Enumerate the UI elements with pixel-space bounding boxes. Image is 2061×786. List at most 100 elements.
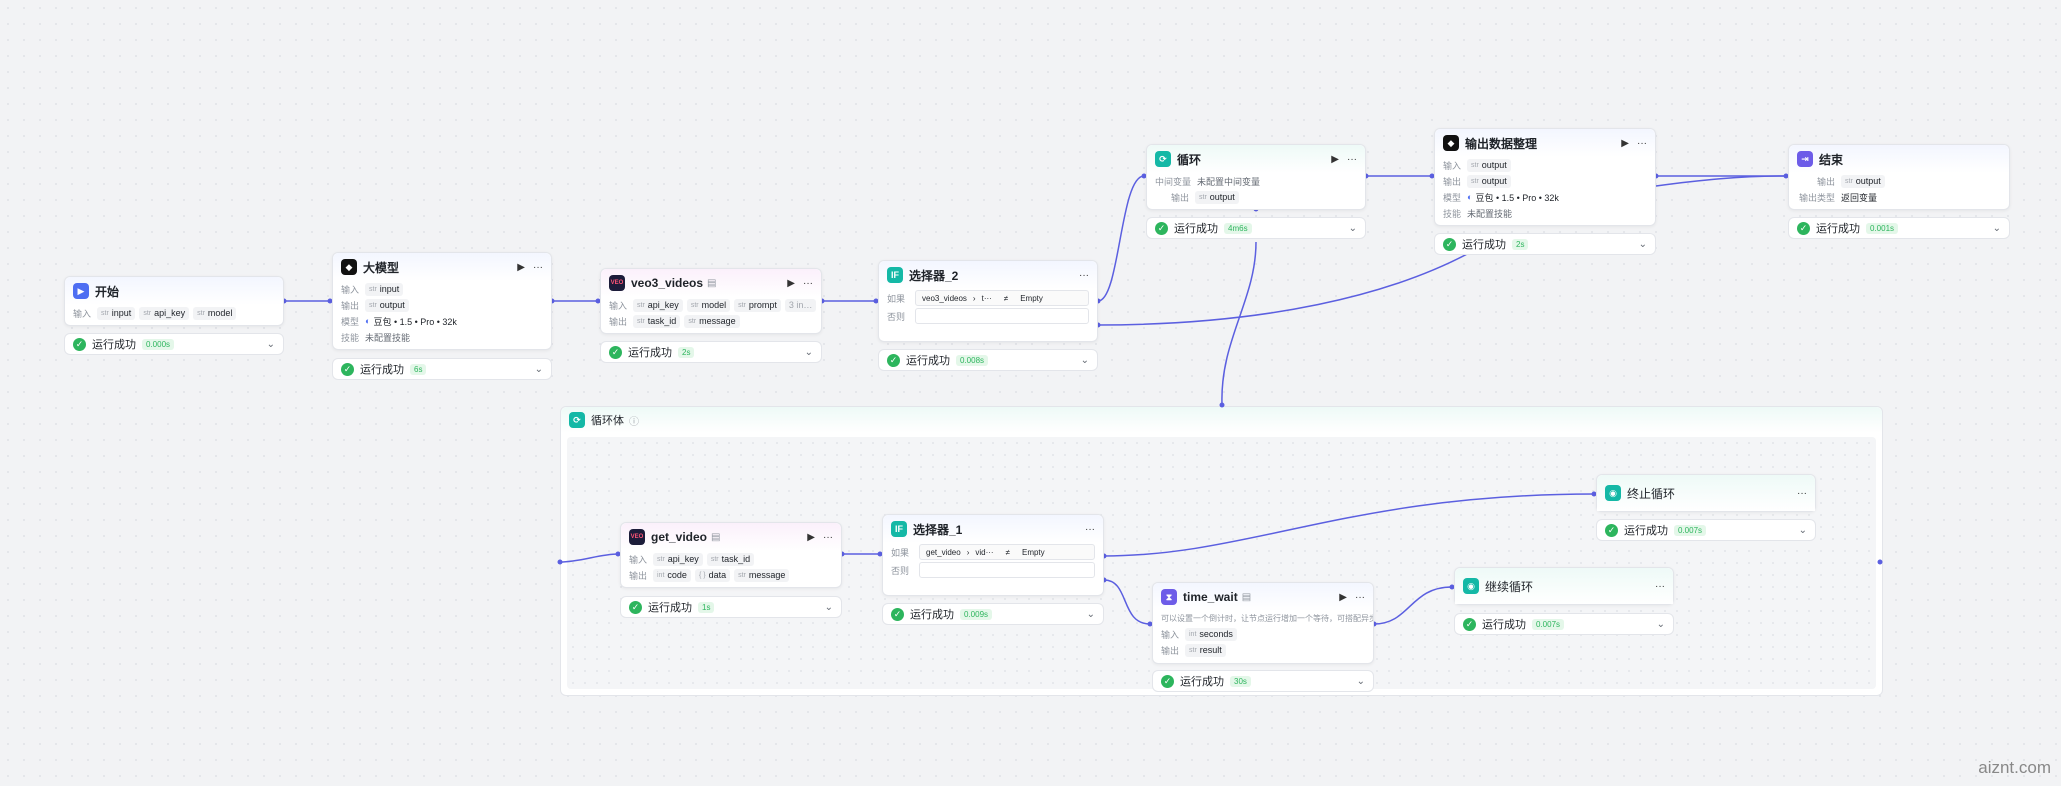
run-icon[interactable]: ▶ — [517, 261, 525, 273]
check-icon: ✓ — [1797, 221, 1810, 235]
status-time-wait[interactable]: ✓运行成功 30s⌄ — [1152, 670, 1374, 692]
node-title: veo3_videos — [631, 276, 704, 290]
condition-box[interactable]: veo3_videos›t···≠Empty — [915, 290, 1089, 306]
run-icon[interactable]: ▶ — [1339, 591, 1347, 603]
check-icon: ✓ — [629, 600, 642, 614]
if-icon: IF — [891, 521, 907, 537]
check-icon: ✓ — [73, 337, 86, 351]
run-icon[interactable]: ▶ — [787, 277, 795, 289]
node-description: 可以设置一个倒计时，让节点运行增加一个等待，可搭配异步… — [1161, 614, 1373, 623]
chevron-down-icon[interactable]: ⌄ — [534, 363, 543, 375]
else-box[interactable] — [915, 308, 1089, 324]
input-label: 输入 — [73, 308, 92, 319]
chevron-down-icon[interactable]: ⌄ — [1348, 222, 1357, 234]
run-time: 0.007s — [1532, 618, 1565, 630]
more-icon[interactable]: ··· — [1079, 269, 1089, 281]
node-title: time_wait — [1183, 590, 1238, 604]
more-icon[interactable]: ··· — [1355, 591, 1365, 603]
output-type-value: 返回变量 — [1841, 192, 1878, 203]
status-start[interactable]: ✓运行成功 0.000s⌄ — [64, 333, 284, 355]
check-icon: ✓ — [341, 362, 354, 376]
node-title: 终止循环 — [1627, 486, 1676, 501]
info-icon[interactable]: ⓘ — [629, 416, 639, 428]
chevron-down-icon[interactable]: ⌄ — [1656, 618, 1665, 630]
run-time: 30s — [1230, 675, 1251, 687]
llm-icon: ◆ — [341, 259, 357, 275]
node-continue-loop[interactable]: ◉ 继续循环 ··· — [1454, 567, 1674, 605]
chevron-down-icon[interactable]: ⌄ — [804, 346, 813, 358]
run-time: 0.007s — [1674, 524, 1707, 536]
skill-value: 未配置技能 — [1467, 208, 1513, 219]
node-time-wait[interactable]: ⧗ time_wait ▤ ▶··· 可以设置一个倒计时，让节点运行增加一个等待… — [1152, 582, 1374, 664]
more-icon[interactable]: ··· — [1637, 137, 1647, 149]
more-icon[interactable]: ··· — [803, 277, 813, 289]
if-icon: IF — [887, 267, 903, 283]
doubao-icon: ◐ — [1467, 192, 1473, 202]
node-selector-1[interactable]: IF 选择器_1 ··· 如果 get_video›vid···≠Empty 否… — [882, 514, 1104, 596]
check-icon: ✓ — [1605, 523, 1618, 537]
more-icon[interactable]: ··· — [1655, 580, 1665, 592]
watermark: aiznt.com — [1978, 758, 2051, 777]
more-icon[interactable]: ··· — [823, 531, 833, 543]
chevron-down-icon[interactable]: ⌄ — [266, 338, 275, 350]
chevron-down-icon[interactable]: ⌄ — [1992, 222, 2001, 234]
more-icon[interactable]: ··· — [1797, 487, 1807, 499]
status-stop-loop[interactable]: ✓运行成功 0.007s⌄ — [1596, 519, 1816, 541]
run-icon[interactable]: ▶ — [1331, 153, 1339, 165]
status-output-organize[interactable]: ✓运行成功 2s⌄ — [1434, 233, 1656, 255]
status-selector-1[interactable]: ✓运行成功 0.009s⌄ — [882, 603, 1104, 625]
run-time: 0.009s — [960, 608, 993, 620]
check-icon: ✓ — [1155, 221, 1168, 235]
status-get-video[interactable]: ✓运行成功 1s⌄ — [620, 596, 842, 618]
more-icon[interactable]: ··· — [1085, 523, 1095, 535]
check-icon: ✓ — [887, 353, 900, 367]
more-icon[interactable]: ··· — [533, 261, 543, 273]
timer-icon: ⧗ — [1161, 589, 1177, 605]
doubao-icon: ◐ — [365, 316, 371, 326]
llm-icon: ◆ — [1443, 135, 1459, 151]
status-continue-loop[interactable]: ✓运行成功 0.007s⌄ — [1454, 613, 1674, 635]
chevron-down-icon[interactable]: ⌄ — [1638, 238, 1647, 250]
mid-var-value: 未配置中间变量 — [1197, 176, 1261, 187]
check-icon: ✓ — [1463, 617, 1476, 631]
var-tag: model — [207, 308, 233, 318]
start-icon: ▶ — [73, 283, 89, 299]
loop-icon: ⟳ — [1155, 151, 1171, 167]
check-icon: ✓ — [1443, 237, 1456, 251]
status-end[interactable]: ✓运行成功 0.001s⌄ — [1788, 217, 2010, 239]
node-title: 开始 — [95, 284, 120, 299]
node-title: 循环 — [1177, 152, 1202, 167]
run-time: 6s — [410, 363, 427, 375]
node-selector-2[interactable]: IF 选择器_2 ··· 如果 veo3_videos›t···≠Empty 否… — [878, 260, 1098, 342]
chevron-down-icon[interactable]: ⌄ — [1086, 608, 1095, 620]
chevron-down-icon[interactable]: ⌄ — [824, 601, 833, 613]
chevron-down-icon[interactable]: ⌄ — [1356, 675, 1365, 687]
check-icon: ✓ — [1161, 674, 1174, 688]
status-veo3[interactable]: ✓运行成功 2s⌄ — [600, 341, 822, 363]
chevron-down-icon[interactable]: ⌄ — [1798, 524, 1807, 536]
node-stop-loop[interactable]: ◉ 终止循环 ··· — [1596, 474, 1816, 512]
run-icon[interactable]: ▶ — [1621, 137, 1629, 149]
status-llm[interactable]: ✓运行成功 6s⌄ — [332, 358, 552, 380]
status-loop[interactable]: ✓运行成功 4m6s⌄ — [1146, 217, 1366, 239]
loop-icon: ⟳ — [569, 412, 585, 428]
condition-box[interactable]: get_video›vid···≠Empty — [919, 544, 1095, 560]
check-icon: ✓ — [891, 607, 904, 621]
status-selector-2[interactable]: ✓运行成功 0.008s⌄ — [878, 349, 1098, 371]
node-title: 大模型 — [363, 260, 400, 275]
else-box[interactable] — [919, 562, 1095, 578]
node-title: get_video — [651, 530, 708, 544]
run-icon[interactable]: ▶ — [807, 531, 815, 543]
end-icon: ⇥ — [1797, 151, 1813, 167]
chevron-down-icon[interactable]: ⌄ — [1080, 354, 1089, 366]
loop-body-title: 循环体 — [591, 415, 624, 427]
more-icon[interactable]: ··· — [1347, 153, 1357, 165]
node-title: 选择器_1 — [913, 522, 963, 537]
